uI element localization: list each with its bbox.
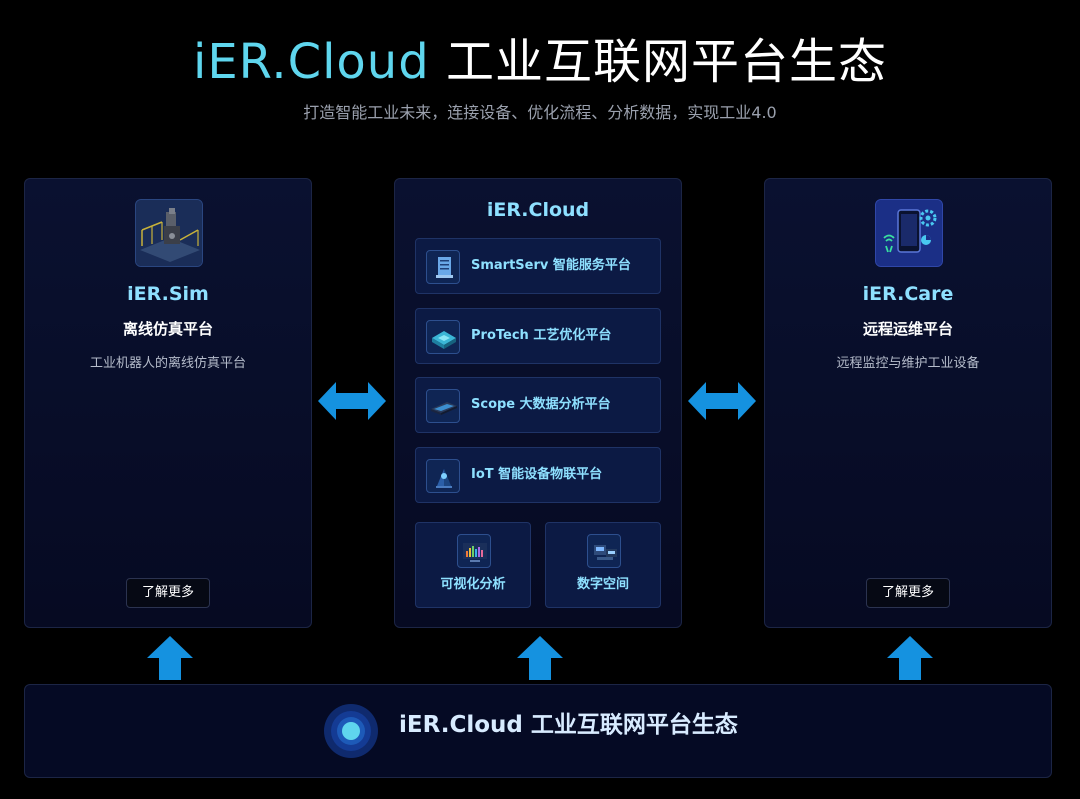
cloud-title: iER.Cloud bbox=[486, 199, 590, 221]
tile-visual-analysis-label: 可视化分析 bbox=[440, 577, 506, 592]
module-scope[interactable]: Scope 大数据分析平台 bbox=[415, 377, 661, 433]
care-card: iER.Care 远程运维平台 远程监控与维护工业设备 了解更多 bbox=[764, 178, 1052, 628]
care-description: 远程监控与维护工业设备 bbox=[836, 356, 980, 371]
module-protech-label: ProTech 工艺优化平台 bbox=[471, 328, 612, 343]
module-smartserv-label: SmartServ 智能服务平台 bbox=[471, 258, 631, 273]
title-brand: iER.Cloud bbox=[193, 34, 430, 90]
tile-visual-analysis[interactable]: 可视化分析 bbox=[415, 522, 531, 608]
document-server-icon bbox=[426, 250, 460, 284]
module-iot[interactable]: IoT 智能设备物联平台 bbox=[415, 447, 661, 503]
module-iot-label: IoT 智能设备物联平台 bbox=[471, 467, 603, 482]
left-double-arrow-icon bbox=[318, 382, 386, 420]
cloud-up-arrow-icon bbox=[517, 636, 563, 680]
care-learn-more-button[interactable]: 了解更多 bbox=[866, 578, 950, 608]
iot-device-icon bbox=[426, 459, 460, 493]
footer-label: iER.Cloud 工业互联网平台生态 bbox=[399, 712, 738, 738]
chart-screen-icon bbox=[457, 534, 491, 568]
sim-up-arrow-icon bbox=[147, 636, 193, 680]
laptop-icon bbox=[426, 389, 460, 423]
phone-gears-icon bbox=[875, 199, 943, 267]
care-name: iER.Care bbox=[862, 283, 954, 305]
sim-description: 工业机器人的离线仿真平台 bbox=[89, 356, 246, 371]
sim-name: iER.Sim bbox=[127, 283, 209, 305]
tile-digital-space[interactable]: 数字空间 bbox=[545, 522, 661, 608]
ecosystem-footer: iER.Cloud 工业互联网平台生态 bbox=[24, 684, 1052, 778]
sim-card: iER.Sim 离线仿真平台 工业机器人的离线仿真平台 了解更多 bbox=[24, 178, 312, 628]
care-subtitle: 远程运维平台 bbox=[862, 320, 953, 338]
sim-subtitle: 离线仿真平台 bbox=[122, 320, 213, 338]
module-protech[interactable]: ProTech 工艺优化平台 bbox=[415, 308, 661, 364]
cloud-card: iER.Cloud SmartServ 智能服务平台 ProTech 工艺优化平… bbox=[394, 178, 682, 628]
right-double-arrow-icon bbox=[688, 382, 756, 420]
module-scope-label: Scope 大数据分析平台 bbox=[471, 397, 611, 412]
module-smartserv[interactable]: SmartServ 智能服务平台 bbox=[415, 238, 661, 294]
sim-learn-more-button[interactable]: 了解更多 bbox=[126, 578, 210, 608]
tile-digital-space-label: 数字空间 bbox=[576, 577, 629, 592]
robot-arm-scene-icon bbox=[135, 199, 203, 267]
care-up-arrow-icon bbox=[887, 636, 933, 680]
digital-space-icon bbox=[587, 534, 621, 568]
target-circle-icon bbox=[324, 704, 378, 758]
page-title: iER.Cloud 工业互联网平台生态 bbox=[0, 22, 1080, 92]
title-rest: 工业互联网平台生态 bbox=[445, 34, 887, 90]
page-subtitle: 打造智能工业未来，连接设备、优化流程、分析数据，实现工业4.0 bbox=[303, 103, 777, 122]
chip-icon bbox=[426, 320, 460, 354]
